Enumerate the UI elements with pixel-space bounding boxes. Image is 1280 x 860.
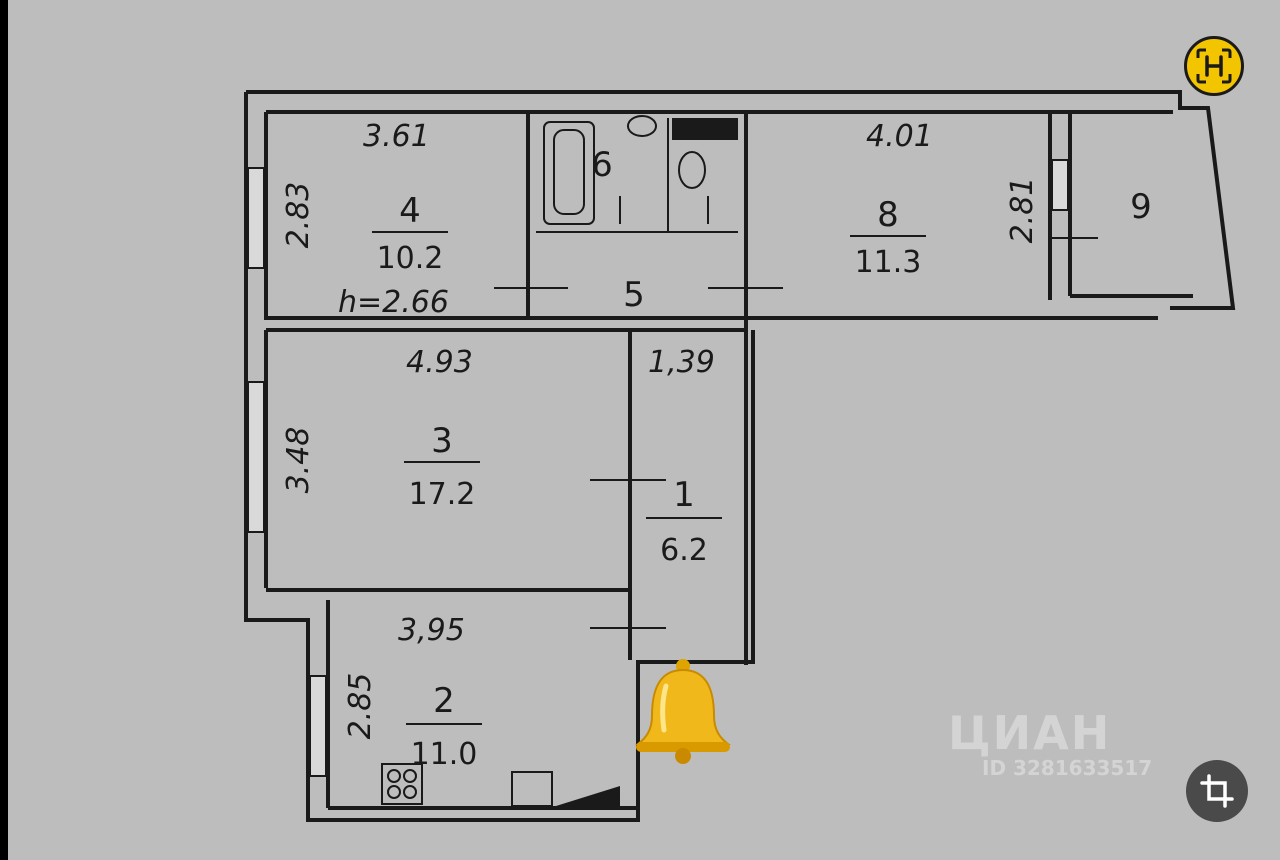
window-room4 <box>247 167 265 269</box>
scan-icon <box>1196 48 1232 84</box>
room3-area: 17.2 <box>409 477 476 512</box>
room2-area: 11.0 <box>411 737 478 772</box>
crop-icon <box>1200 774 1234 808</box>
room3-depth: 3.48 <box>281 427 316 494</box>
room1-width: 1,39 <box>648 345 715 380</box>
floor-plan: 3.61 2.83 4 10.2 h=2.66 6 5 4.01 2.81 8 … <box>244 90 1236 822</box>
window-room8 <box>1051 159 1069 211</box>
room2-depth: 2.85 <box>343 673 378 740</box>
room5-number: 5 <box>623 275 645 315</box>
room4-width: 3.61 <box>363 119 430 154</box>
room4-height: h=2.66 <box>338 285 449 320</box>
room6-number: 6 <box>591 145 613 185</box>
toilet-icon <box>678 151 706 189</box>
room1-number: 1 <box>673 475 695 515</box>
watermark-id: ID 3281633517 <box>982 756 1153 780</box>
room1-area: 6.2 <box>660 533 708 568</box>
toilet-tank-icon <box>672 118 738 140</box>
scan-button[interactable] <box>1184 36 1244 96</box>
room4-area: 10.2 <box>377 241 444 276</box>
room3-width: 4.93 <box>406 345 473 380</box>
room8-number: 8 <box>877 195 899 235</box>
window-room2 <box>309 675 327 777</box>
room3-number: 3 <box>431 421 453 461</box>
kitchen-counter-mark <box>556 786 620 806</box>
window-room3 <box>247 381 265 533</box>
kitchen-sink-icon <box>511 771 553 807</box>
bathtub-icon <box>543 121 595 225</box>
room2-width: 3,95 <box>398 613 465 648</box>
bathtub-inner <box>553 129 585 215</box>
outer-wall-left <box>244 92 755 822</box>
outer-wall-top <box>246 90 1236 310</box>
room2-number: 2 <box>433 681 455 721</box>
floor-plan-viewer: 3.61 2.83 4 10.2 h=2.66 6 5 4.01 2.81 8 … <box>8 0 1280 860</box>
stove-icon <box>381 763 423 805</box>
room4-depth: 2.83 <box>281 182 316 249</box>
watermark-brand: ЦИАН <box>948 706 1112 760</box>
sink-icon <box>627 115 657 137</box>
room4-number: 4 <box>399 191 421 231</box>
room9-number: 9 <box>1130 187 1152 227</box>
inner-wall-upper <box>264 112 1158 320</box>
crop-button[interactable] <box>1186 760 1248 822</box>
bell-icon <box>635 659 731 764</box>
room8-area: 11.3 <box>855 245 922 280</box>
cian-watermark: ЦИАН ID 3281633517 <box>948 706 1152 780</box>
room8-depth: 2.81 <box>1005 177 1040 244</box>
room8-width: 4.01 <box>866 119 933 154</box>
